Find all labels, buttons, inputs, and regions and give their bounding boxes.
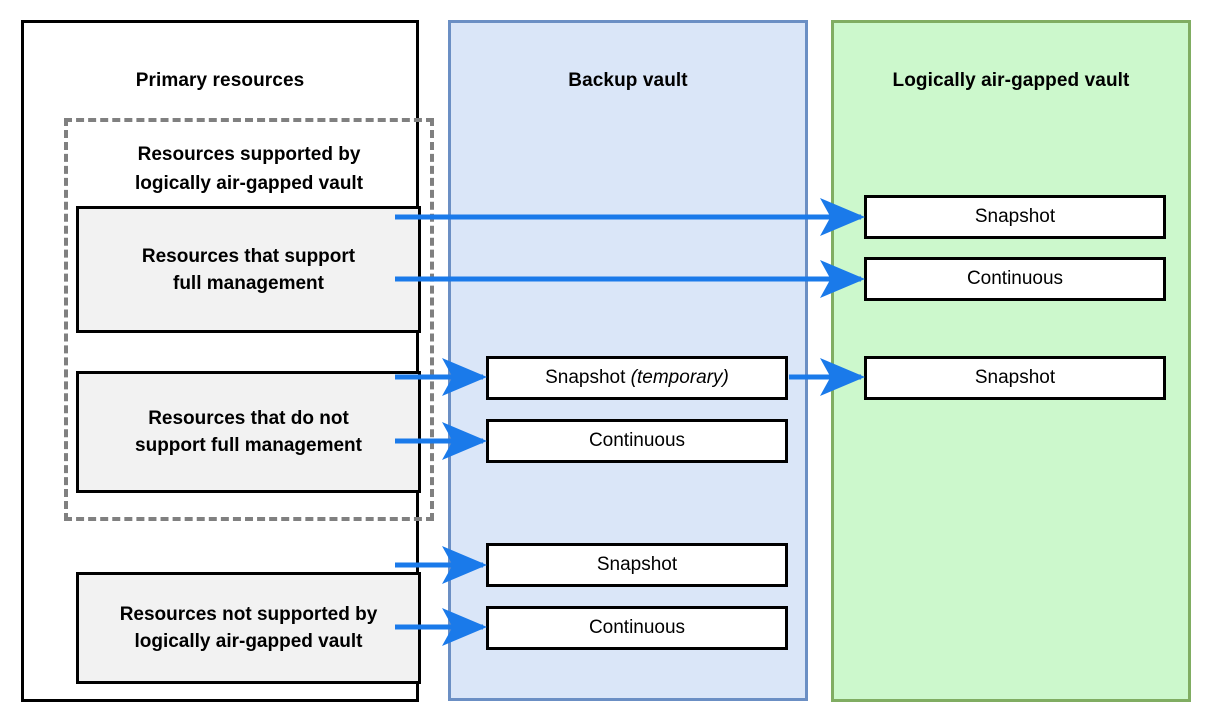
group-label-line-2: logically air-gapped vault (134, 173, 364, 194)
resource-box-not-supported-line-2: logically air-gapped vault (134, 631, 363, 652)
backup-continuous-box-2[interactable]: Continuous (486, 606, 788, 650)
backup-snapshot-box-2[interactable]: Snapshot (486, 543, 788, 587)
primary-resources-title: Primary resources (135, 70, 305, 91)
backup-snapshot-temporary-box[interactable]: Snapshot (temporary) (486, 356, 788, 400)
backup-vault-title: Backup vault (568, 70, 688, 91)
resource-box-not-supported-line-1: Resources not supported by (119, 604, 378, 625)
supported-resources-group: Resources supported by logically air-gap… (64, 118, 434, 521)
lag-snapshot-box-2[interactable]: Snapshot (864, 356, 1166, 400)
resource-box-full-management[interactable]: Resources that support full management (76, 206, 421, 333)
lag-snapshot-label-1: Snapshot (974, 206, 1056, 227)
resource-box-full-management-line-2: full management (173, 272, 324, 294)
resource-box-full-management-line-1: Resources that support (141, 245, 356, 267)
group-label-line-1: Resources supported by (137, 144, 361, 165)
resource-box-no-full-management-line-2: support full management (135, 435, 362, 456)
lag-continuous-label: Continuous (966, 268, 1064, 289)
lag-snapshot-box-1[interactable]: Snapshot (864, 195, 1166, 239)
logically-air-gapped-vault-title: Logically air-gapped vault (892, 70, 1130, 91)
primary-resources-panel: Primary resources Resources supported by… (21, 20, 434, 702)
backup-continuous-label-1: Continuous (588, 430, 686, 451)
resource-box-not-supported[interactable]: Resources not supported by logically air… (76, 572, 421, 684)
supported-resources-group-label: Resources supported by logically air-gap… (68, 140, 430, 198)
backup-snapshot-label-2: Snapshot (596, 554, 678, 575)
lag-continuous-box[interactable]: Continuous (864, 257, 1166, 301)
lag-snapshot-label-2: Snapshot (974, 367, 1056, 388)
resource-box-no-full-management-line-1: Resources that do not (148, 408, 349, 429)
backup-snapshot-temporary-qualifier: (temporary) (625, 367, 729, 388)
resource-box-no-full-management[interactable]: Resources that do not support full manag… (76, 371, 421, 493)
backup-snapshot-temporary-label: Snapshot (545, 367, 626, 388)
backup-continuous-box-1[interactable]: Continuous (486, 419, 788, 463)
backup-continuous-label-2: Continuous (588, 617, 686, 638)
